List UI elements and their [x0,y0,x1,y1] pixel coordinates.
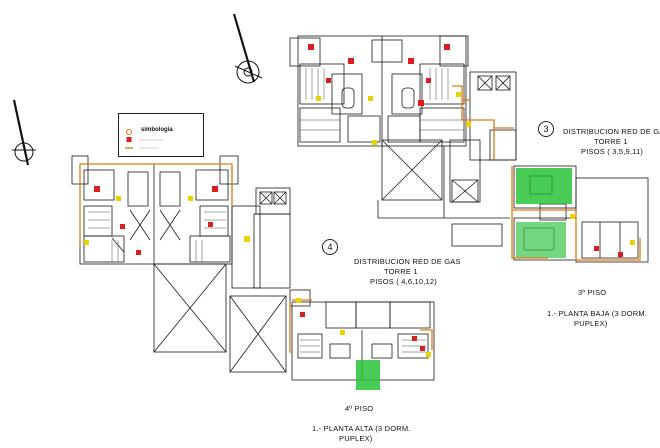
gas-fixtures-right [570,214,635,257]
floor-4-label: 4º PISO [345,404,374,413]
gas-pipe-upper-right [452,85,514,160]
legend-title: simbologia [141,127,173,133]
plan-left [71,155,291,373]
tower4-floors: PISOS ( 4,6,10,12) [370,277,437,286]
tower4-title: DISTRIBUCION RED DE GAS [354,257,461,266]
legend-box: simbologia [118,113,204,157]
gas-pipe-bottom [289,299,433,353]
gas-fixtures-upper-right [308,44,471,145]
gas-fixtures-left [84,186,250,255]
garden-area [516,222,566,258]
plan-baja-line2: PUPLEX) [574,319,608,328]
plan-upper-right [289,35,517,219]
gas-pipe-left [79,163,233,246]
plan-baja-line1: 1.- PLANTA BAJA (3 DORM. [547,309,648,318]
gas-pipe-right [511,166,641,261]
plan-alta-line2: PUPLEX) [339,434,373,443]
drawing-number-3: 3 [538,121,554,137]
tower3-floors: PISOS ( 3,5,9,11) [581,147,644,156]
north-arrow-icon [232,13,263,84]
plan-alta-line1: 1.- PLANTA ALTA (3 DORM. [312,424,411,433]
tower3-tower: TORRE 1 [594,137,628,146]
gas-fixtures-bottom [296,298,431,357]
garden-area [516,168,572,204]
tower3-title: DISTRIBUCION RED DE GAS [563,127,660,136]
north-arrow-icon [12,99,36,166]
legend-symbols-icon [125,129,163,149]
tower4-tower: TORRE 1 [384,267,418,276]
drawing-number-4: 4 [322,239,338,255]
floor-3-label: 3º PISO [578,288,607,297]
garden-area [356,360,380,390]
